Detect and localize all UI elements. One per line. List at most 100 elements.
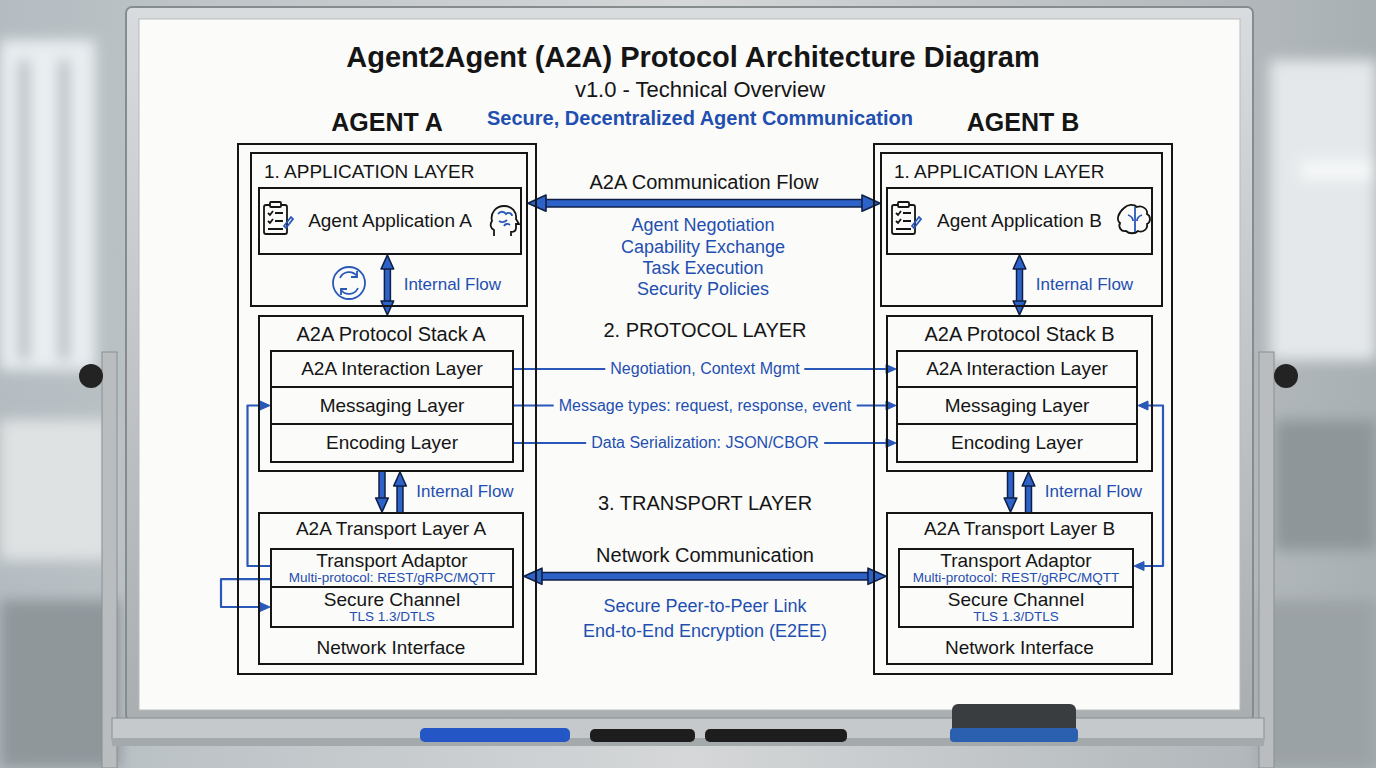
clipboard-body bbox=[264, 205, 287, 234]
glass-wall bbox=[1270, 60, 1376, 360]
box-note: TLS 1.3/DTLS bbox=[973, 610, 1059, 625]
connector-outline bbox=[537, 572, 874, 581]
sync-ring bbox=[333, 267, 365, 299]
connector-label: Network Communication bbox=[596, 544, 814, 567]
box-label: Agent Application B bbox=[937, 210, 1102, 232]
agent-heading: AGENT B bbox=[967, 108, 1080, 137]
brain-folds bbox=[1128, 207, 1142, 232]
connector bbox=[528, 195, 880, 211]
clipboard-clip bbox=[270, 202, 281, 207]
blue-marker bbox=[420, 728, 570, 742]
eraser-base bbox=[950, 728, 1078, 742]
arrowhead bbox=[381, 255, 394, 269]
box-note: Multi-protocol: REST/gRPC/MQTT bbox=[289, 571, 495, 586]
arrowhead bbox=[260, 401, 270, 410]
flow-item: Security Policies bbox=[637, 279, 769, 300]
tagline: Secure, Decentralized Agent Communicatio… bbox=[487, 107, 913, 130]
agent-heading: AGENT A bbox=[331, 108, 443, 137]
transport-box: A2A Transport Layer ANetwork InterfaceTr… bbox=[258, 512, 524, 665]
arrowhead bbox=[260, 603, 270, 612]
floor bbox=[1260, 600, 1376, 768]
box-label: Transport Adaptor bbox=[940, 551, 1091, 571]
layer-row: Encoding Layer bbox=[270, 423, 514, 463]
box-label: A2A Transport Layer A bbox=[296, 518, 486, 540]
box-label: Secure Channel bbox=[324, 590, 460, 610]
transport-box: A2A Transport Layer BNetwork InterfaceTr… bbox=[886, 512, 1153, 665]
window bbox=[0, 40, 95, 370]
connector-outline bbox=[1016, 265, 1024, 305]
connector-label: Negotiation, Context Mgmt bbox=[605, 359, 804, 379]
agent-panel: AGENT B1. APPLICATION LAYERAgent Applica… bbox=[873, 143, 1173, 675]
clipboard-clip bbox=[898, 202, 909, 207]
section-heading: 2. PROTOCOL LAYER bbox=[603, 319, 806, 342]
box-label: Encoding Layer bbox=[326, 432, 458, 454]
transport-row: Secure ChannelTLS 1.3/DTLS bbox=[270, 586, 514, 628]
connector-label: Message types: request, response, event bbox=[554, 395, 857, 415]
layer-row: Messaging Layer bbox=[270, 386, 514, 425]
ceiling-light bbox=[1300, 160, 1376, 180]
section-heading: 3. TRANSPORT LAYER bbox=[598, 492, 812, 515]
connector-line bbox=[385, 265, 390, 305]
box-label: Messaging Layer bbox=[945, 395, 1090, 417]
box-note: Network Interface bbox=[317, 637, 466, 659]
box-note: TLS 1.3/DTLS bbox=[349, 610, 435, 625]
connector-label: Internal Flow bbox=[416, 482, 513, 502]
arrowhead bbox=[1004, 498, 1017, 512]
flow-item: Capability Exchange bbox=[621, 237, 785, 258]
window-mullion bbox=[20, 60, 28, 360]
box-label: Messaging Layer bbox=[320, 395, 465, 417]
arrowhead bbox=[524, 568, 542, 584]
connector-label: Data Serialization: JSON/CBOR bbox=[586, 433, 824, 453]
protocol-stack: A2A Protocol Stack AA2A Interaction Laye… bbox=[258, 315, 524, 472]
black-marker bbox=[590, 729, 695, 742]
connector-line bbox=[541, 200, 868, 206]
arrowhead bbox=[1013, 255, 1026, 269]
diagram-title: Agent2Agent (A2A) Protocol Architecture … bbox=[346, 41, 1039, 74]
agent-panel: AGENT A1. APPLICATION LAYERAgent Applica… bbox=[237, 143, 537, 675]
box-label: Secure Channel bbox=[948, 590, 1084, 610]
desk bbox=[0, 420, 110, 560]
connector-line bbox=[537, 573, 874, 579]
brain-icon bbox=[491, 206, 519, 236]
office-desk bbox=[1275, 420, 1376, 550]
connector bbox=[221, 579, 270, 611]
brain-folds bbox=[498, 212, 512, 226]
box-label: 1. APPLICATION LAYER bbox=[894, 161, 1104, 183]
clipboard-icon bbox=[264, 202, 293, 234]
pen bbox=[284, 217, 293, 228]
head-outline bbox=[491, 206, 519, 236]
stand-leg bbox=[102, 352, 117, 768]
subtitle: v1.0 - Technical Overview bbox=[575, 77, 825, 102]
link-note: Secure Peer-to-Peer Link bbox=[603, 596, 806, 617]
stand-knob bbox=[79, 364, 103, 388]
connector-line bbox=[1017, 265, 1022, 305]
connector bbox=[376, 472, 407, 512]
box-label: A2A Transport Layer B bbox=[924, 518, 1115, 540]
connector-label: Internal Flow bbox=[1045, 482, 1142, 502]
link-note: End-to-End Encryption (E2EE) bbox=[583, 621, 827, 642]
layer-row: A2A Interaction Layer bbox=[896, 350, 1138, 388]
arrowhead bbox=[1138, 401, 1148, 410]
transport-row: Transport AdaptorMulti-protocol: REST/gR… bbox=[898, 548, 1134, 588]
flow-item: Agent Negotiation bbox=[631, 215, 774, 236]
board-frame bbox=[126, 7, 1253, 721]
protocol-stack: A2A Protocol Stack B A2A Interaction Laye… bbox=[886, 315, 1153, 472]
window-mullion bbox=[60, 60, 68, 360]
connector-label: Internal Flow bbox=[404, 275, 501, 295]
application-box: Agent Application B bbox=[886, 187, 1153, 255]
box-label: A2A Protocol Stack A bbox=[297, 323, 486, 346]
sync-icon bbox=[333, 267, 365, 299]
transport-row: Secure ChannelTLS 1.3/DTLS bbox=[898, 586, 1134, 628]
arrowhead bbox=[1134, 562, 1144, 571]
sync-arrows bbox=[340, 272, 358, 294]
arrowhead bbox=[1013, 301, 1026, 315]
arrowhead bbox=[862, 195, 880, 211]
arrowhead bbox=[528, 195, 546, 211]
box-label: A2A Protocol Stack B bbox=[924, 323, 1114, 346]
brain-outline bbox=[1118, 205, 1150, 233]
box-label: Encoding Layer bbox=[951, 432, 1083, 454]
stand-leg bbox=[1259, 352, 1274, 768]
arrowhead bbox=[376, 498, 389, 512]
connector-label: A2A Communication Flow bbox=[590, 171, 819, 194]
